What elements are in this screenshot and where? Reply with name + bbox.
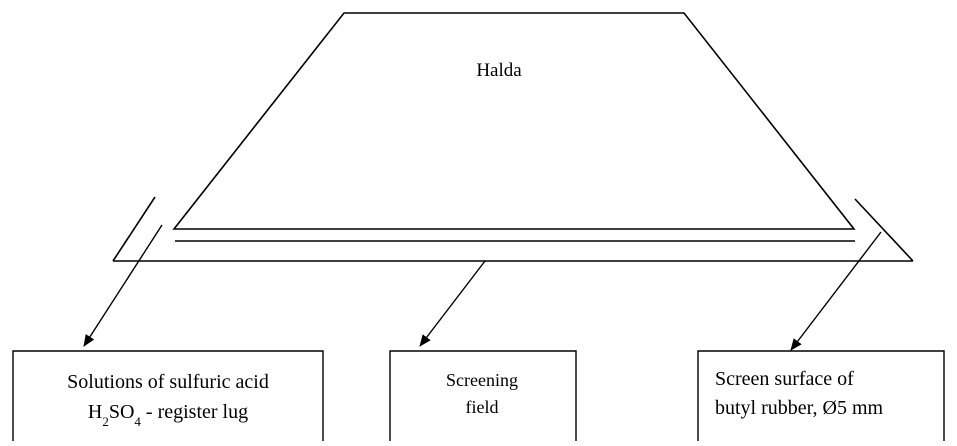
- text-run: Solutions of sulfuric acid: [67, 371, 269, 393]
- text-run: butyl rubber, Ø5 mm: [715, 397, 884, 419]
- arrow-field: [419, 260, 486, 347]
- text-run: Screen surface of: [715, 368, 854, 390]
- text-run: field: [466, 397, 499, 417]
- text-run: - register lug: [141, 401, 248, 423]
- text-run-subscript: 2: [102, 414, 109, 429]
- box-screen-text-line-2: butyl rubber, Ø5 mm: [715, 397, 884, 419]
- text-run: H: [88, 401, 102, 423]
- box-field-text-line-1: Screening: [446, 370, 518, 390]
- box-acid-text-line-1: Solutions of sulfuric acid: [67, 371, 269, 393]
- heap-label: Halda: [476, 60, 522, 81]
- text-run: SO: [109, 401, 135, 423]
- arrow-screen: [790, 231, 882, 351]
- box-acid-frame: [12, 350, 324, 441]
- text-run: Screening: [446, 370, 518, 390]
- box-field-frame: [389, 350, 577, 441]
- arrow-acid: [83, 224, 163, 347]
- heap-trapezoid: [172, 12, 856, 230]
- base-sheet: [112, 196, 914, 262]
- box-screen-frame: [697, 350, 945, 441]
- text-run-subscript: 4: [134, 414, 141, 429]
- box-screen-text-line-1: Screen surface of: [715, 368, 854, 390]
- box-acid-text-line-2: H2SO4 - register lug: [88, 401, 248, 429]
- box-field-text-line-2: field: [466, 397, 499, 417]
